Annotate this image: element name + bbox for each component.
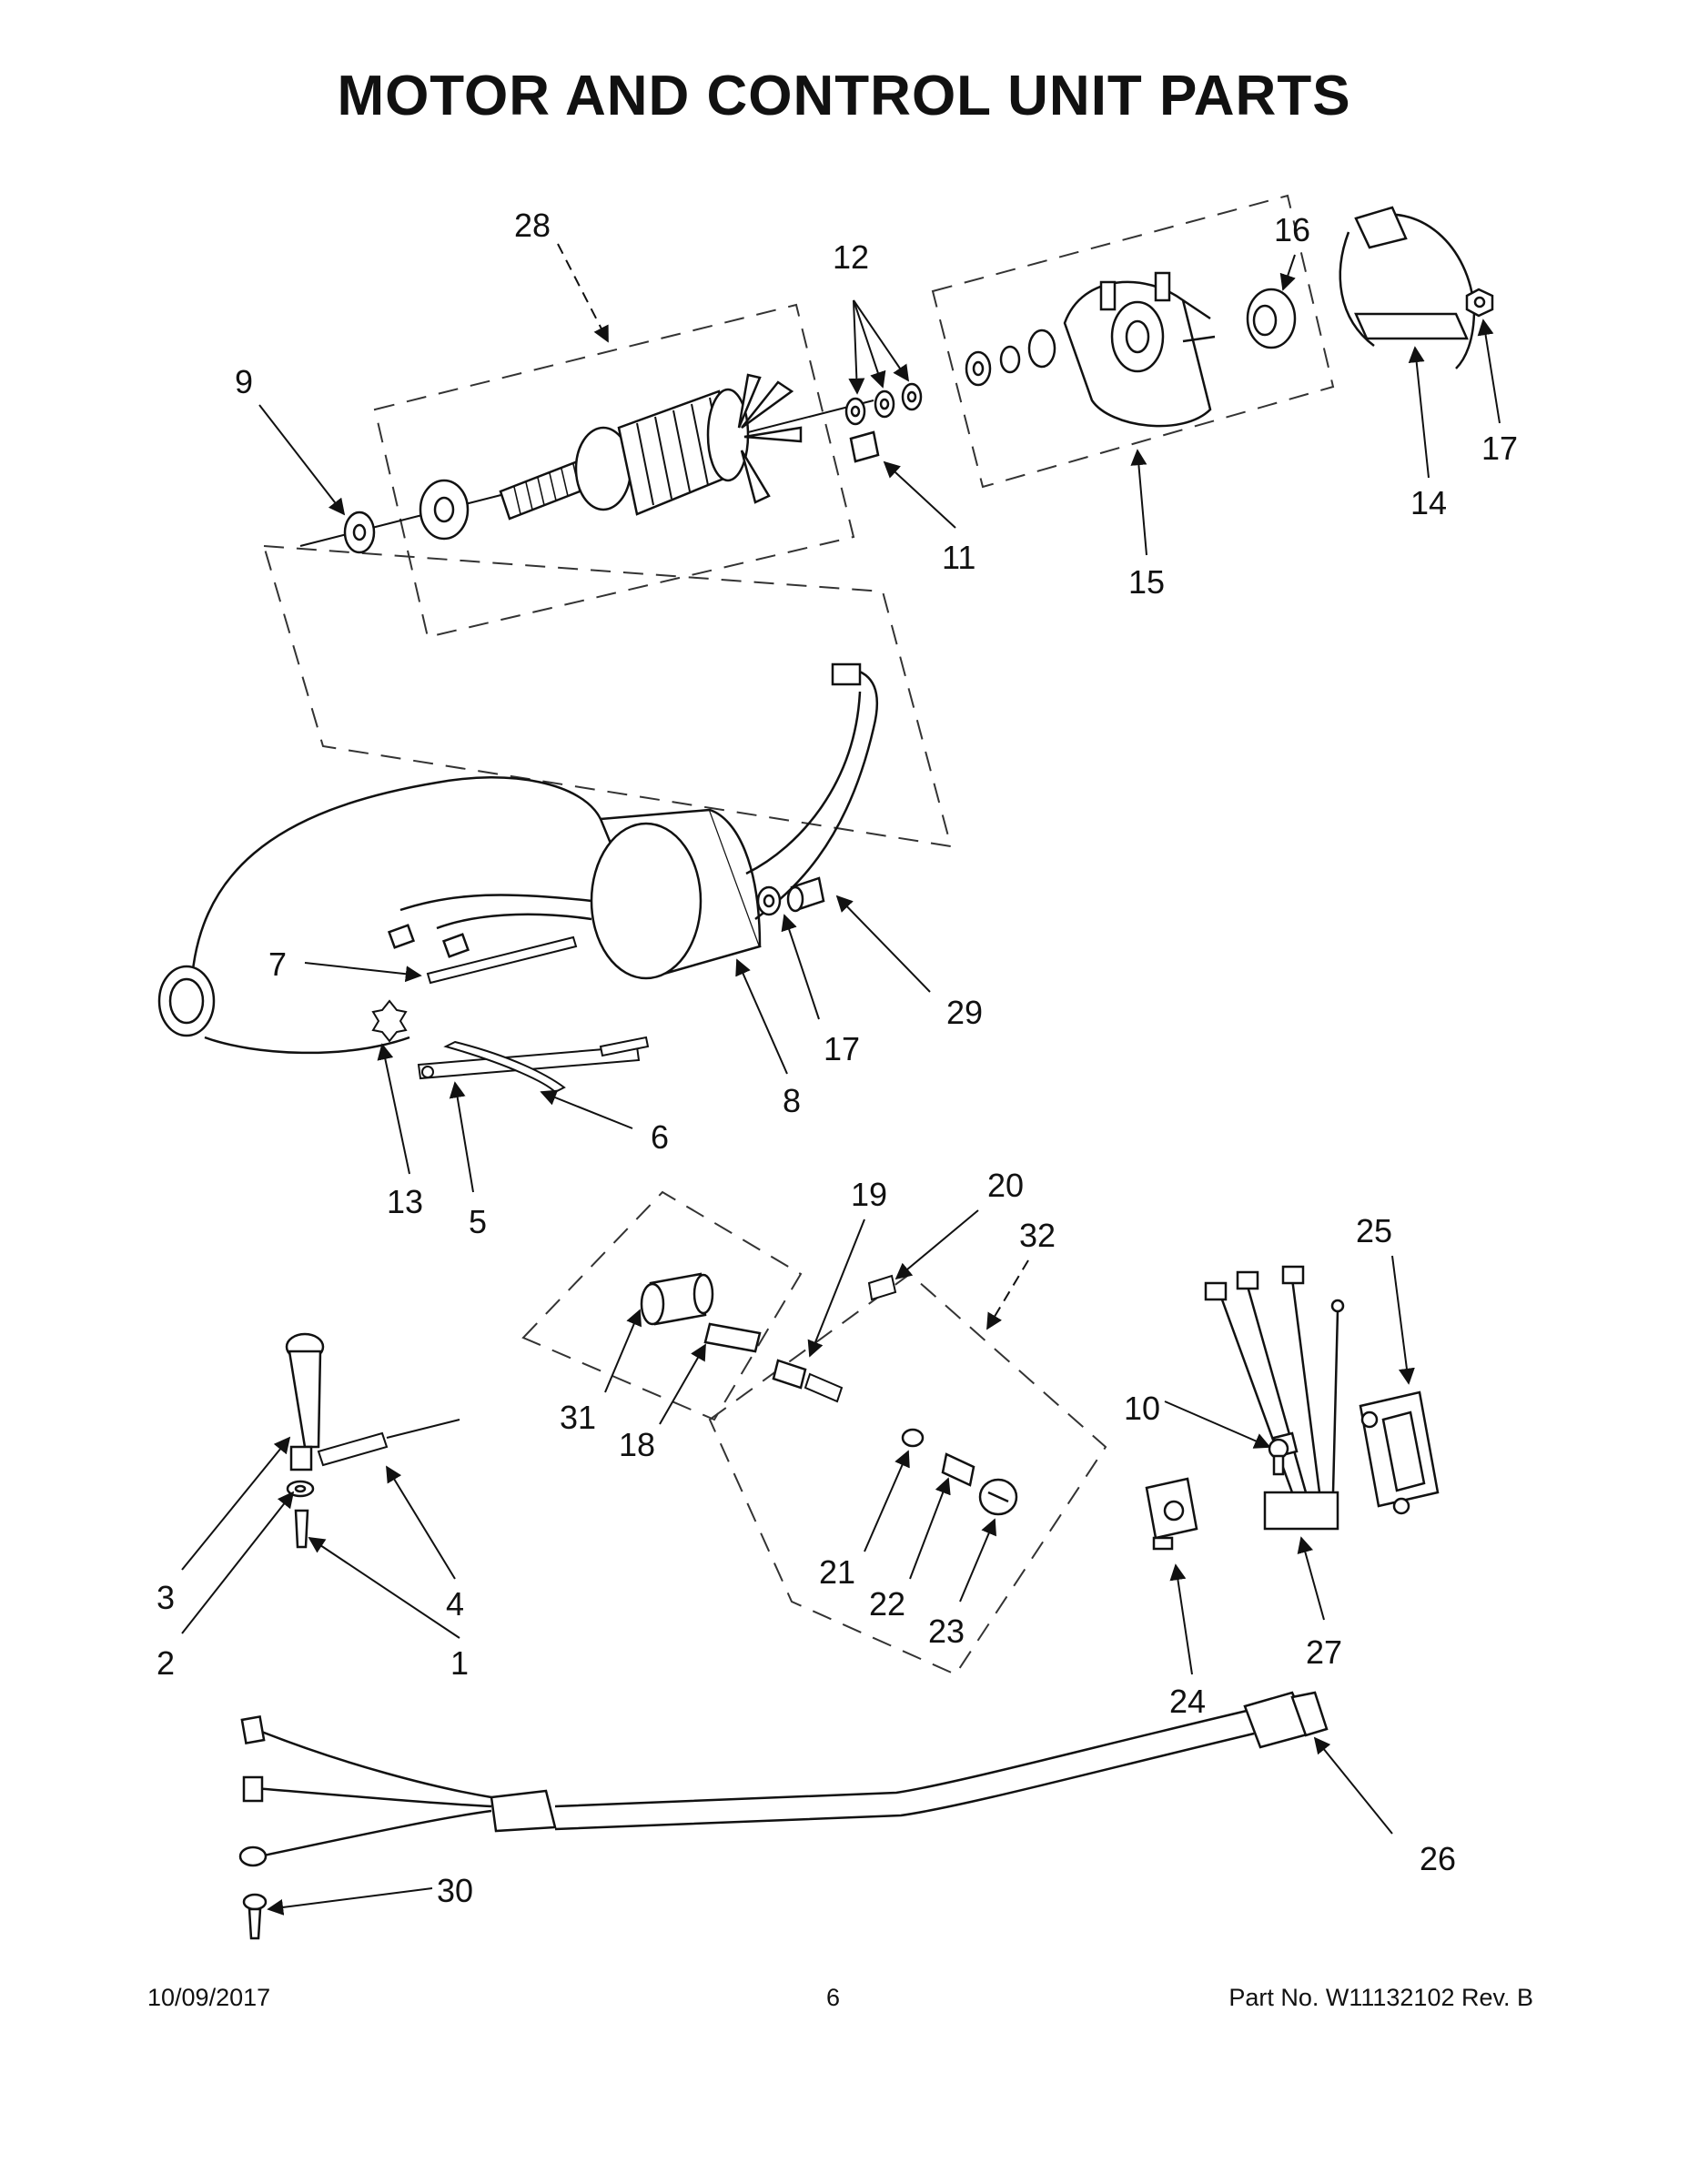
callout-16: 16 bbox=[1274, 211, 1310, 248]
callout-14: 14 bbox=[1410, 484, 1447, 521]
callout-17a: 17 bbox=[1481, 430, 1518, 467]
washers-12 bbox=[844, 382, 923, 426]
leader-lines bbox=[181, 243, 1501, 1916]
ground-screw-30 bbox=[242, 1893, 268, 1940]
footer-part-number: Part No. W11132102 Rev. B bbox=[1228, 1984, 1533, 2011]
callout-5: 5 bbox=[469, 1203, 487, 1240]
bearing-16 bbox=[1246, 288, 1297, 349]
callout-9: 9 bbox=[235, 363, 253, 400]
switch-housing-25 bbox=[1359, 1390, 1440, 1515]
callout-18: 18 bbox=[619, 1426, 655, 1463]
callout-2: 2 bbox=[157, 1644, 175, 1682]
callout-3: 3 bbox=[157, 1579, 175, 1616]
nut-17-and-bushing-29 bbox=[756, 876, 825, 916]
callout-4: 4 bbox=[446, 1585, 464, 1623]
armature-part bbox=[299, 373, 874, 554]
callout-17b: 17 bbox=[824, 1030, 860, 1067]
brush-holder-outline-a bbox=[521, 1190, 803, 1421]
screw-10 bbox=[1268, 1438, 1289, 1476]
callout-31: 31 bbox=[560, 1399, 596, 1436]
footer-date: 10/09/2017 bbox=[147, 1984, 271, 2011]
callout-24: 24 bbox=[1169, 1683, 1206, 1720]
callout-25: 25 bbox=[1356, 1212, 1392, 1249]
callout-1: 1 bbox=[450, 1644, 469, 1682]
switch-24 bbox=[1145, 1477, 1198, 1551]
bracket-5-and-6 bbox=[417, 1036, 650, 1094]
end-bell-part bbox=[965, 271, 1216, 428]
page-title: MOTOR AND CONTROL UNIT PARTS bbox=[337, 65, 1351, 127]
brush-holder-outline-b bbox=[708, 1272, 1107, 1676]
callout-22: 22 bbox=[869, 1585, 905, 1623]
motor-housing-part bbox=[157, 662, 878, 1055]
callout-15: 15 bbox=[1128, 563, 1165, 601]
nut-17 bbox=[1465, 288, 1494, 318]
washer-13 bbox=[371, 999, 408, 1043]
end-bell-assembly-outline bbox=[931, 194, 1335, 489]
callout-labels: 9 28 12 11 16 17 14 15 7 13 5 6 8 17 29 … bbox=[157, 207, 1518, 1909]
motor-housing-outline bbox=[262, 544, 953, 848]
callout-23: 23 bbox=[928, 1613, 965, 1650]
armature-assembly-outline bbox=[373, 303, 855, 639]
callout-11: 11 bbox=[942, 539, 975, 576]
callout-30: 30 bbox=[437, 1872, 473, 1909]
speed-lever-parts bbox=[285, 1332, 460, 1549]
brush-parts bbox=[640, 1272, 1018, 1516]
callout-8: 8 bbox=[783, 1082, 801, 1119]
callout-27: 27 bbox=[1306, 1633, 1342, 1671]
callout-29: 29 bbox=[946, 994, 983, 1031]
terminal-block-27 bbox=[1204, 1265, 1345, 1531]
callout-32: 32 bbox=[1019, 1217, 1056, 1254]
callout-28: 28 bbox=[514, 207, 551, 244]
footer-page-number: 6 bbox=[826, 1984, 841, 2011]
callout-10: 10 bbox=[1124, 1390, 1160, 1427]
callout-6: 6 bbox=[651, 1118, 669, 1156]
power-cord-26 bbox=[238, 1691, 1329, 1867]
callout-12: 12 bbox=[833, 238, 869, 276]
callout-13: 13 bbox=[387, 1183, 423, 1220]
spring-11 bbox=[849, 430, 880, 463]
callout-21: 21 bbox=[819, 1553, 855, 1591]
callout-26: 26 bbox=[1420, 1840, 1456, 1877]
stud-7 bbox=[426, 935, 578, 985]
bracket-14 bbox=[1339, 206, 1476, 369]
callout-7: 7 bbox=[268, 945, 287, 983]
callout-20: 20 bbox=[987, 1167, 1024, 1204]
callout-19: 19 bbox=[851, 1176, 887, 1213]
